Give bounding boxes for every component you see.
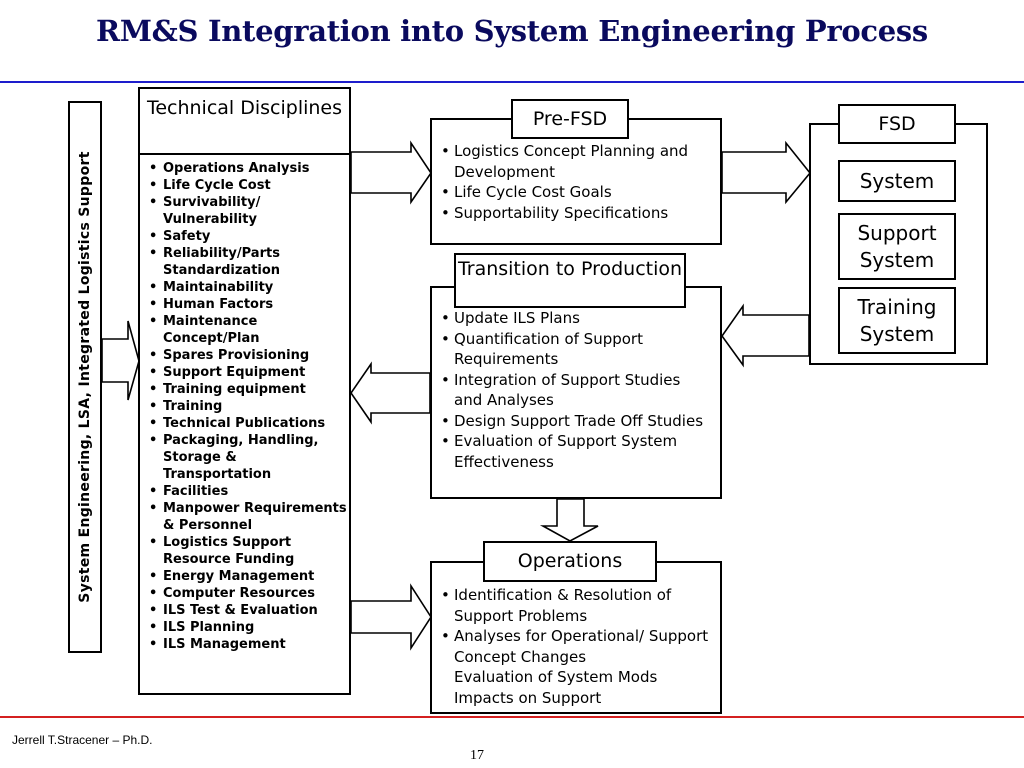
- transition-item: Integration of Support Studies and Analy…: [440, 370, 712, 411]
- transition-item: Design Support Trade Off Studies: [440, 411, 712, 432]
- pre-fsd-item: Life Cycle Cost Goals: [440, 182, 712, 203]
- support-system-box: Support System: [838, 213, 956, 280]
- transition-item: Quantification of Support Requirements: [440, 329, 712, 370]
- slide-title: RM&S Integration into System Engineering…: [96, 14, 928, 48]
- operations-box: Identification & Resolution of Support P…: [430, 561, 722, 714]
- top-divider: [0, 81, 1024, 83]
- transition-item: Update ILS Plans: [440, 308, 712, 329]
- operations-note: Evaluation of System Mods Impacts on Sup…: [454, 668, 658, 707]
- technical-item: Manpower Requirements & Personnel: [148, 500, 349, 534]
- operations-item: Analyses for Operational/ Support Concep…: [440, 626, 712, 667]
- technical-item: Maintenance Concept/Plan: [148, 313, 349, 347]
- system-box: System: [838, 160, 956, 202]
- technical-item: Reliability/Parts Standardization: [148, 245, 349, 279]
- arrow-vertical-label-to-technical: [101, 320, 140, 401]
- technical-item: ILS Management: [148, 636, 349, 653]
- system-engineering-label: System Engineering, LSA, Integrated Logi…: [77, 151, 93, 603]
- pre-fsd-item: Supportability Specifications: [440, 203, 712, 224]
- page-number: 17: [470, 748, 484, 763]
- technical-item: Training: [148, 398, 349, 415]
- operations-label: Operations: [483, 541, 657, 582]
- footer-author: Jerrell T.Stracener – Ph.D.: [12, 733, 153, 747]
- technical-item: Maintainability: [148, 279, 349, 296]
- arrow-transition-to-technical: [350, 361, 431, 425]
- technical-item: Operations Analysis: [148, 160, 349, 177]
- transition-box: Update ILS Plans Quantification of Suppo…: [430, 286, 722, 499]
- arrow-technical-to-pre-fsd: [350, 140, 432, 205]
- technical-item: Computer Resources: [148, 585, 349, 602]
- technical-item: Spares Provisioning: [148, 347, 349, 364]
- technical-item: Survivability/ Vulnerability: [148, 194, 349, 228]
- technical-item: Packaging, Handling, Storage & Transport…: [148, 432, 349, 483]
- operations-item: Identification & Resolution of Support P…: [440, 585, 712, 626]
- fsd-label: FSD: [838, 104, 956, 144]
- technical-item: Technical Publications: [148, 415, 349, 432]
- technical-item: Human Factors: [148, 296, 349, 313]
- technical-item: Facilities: [148, 483, 349, 500]
- pre-fsd-label: Pre-FSD: [511, 99, 629, 139]
- technical-item: ILS Test & Evaluation: [148, 602, 349, 619]
- technical-item: Life Cycle Cost: [148, 177, 349, 194]
- transition-label: Transition to Production: [454, 253, 686, 308]
- technical-item: ILS Planning: [148, 619, 349, 636]
- technical-item: Safety: [148, 228, 349, 245]
- bottom-divider: [0, 716, 1024, 718]
- technical-item: Support Equipment: [148, 364, 349, 381]
- technical-disciplines-list: Operations Analysis Life Cycle Cost Surv…: [138, 153, 351, 695]
- system-engineering-label-box: System Engineering, LSA, Integrated Logi…: [68, 101, 102, 653]
- arrow-fsd-to-transition: [721, 303, 810, 368]
- technical-item: Training equipment: [148, 381, 349, 398]
- transition-item: Evaluation of Support System Effectivene…: [440, 431, 712, 472]
- training-system-box: Training System: [838, 287, 956, 354]
- technical-disciplines-header: Technical Disciplines: [138, 87, 351, 155]
- arrow-transition-to-operations: [539, 498, 599, 542]
- technical-item: Energy Management: [148, 568, 349, 585]
- technical-item: Logistics Support Resource Funding: [148, 534, 349, 568]
- arrow-pre-fsd-to-fsd: [721, 140, 812, 205]
- pre-fsd-item: Logistics Concept Planning and Developme…: [440, 141, 712, 182]
- arrow-technical-to-operations: [350, 583, 432, 651]
